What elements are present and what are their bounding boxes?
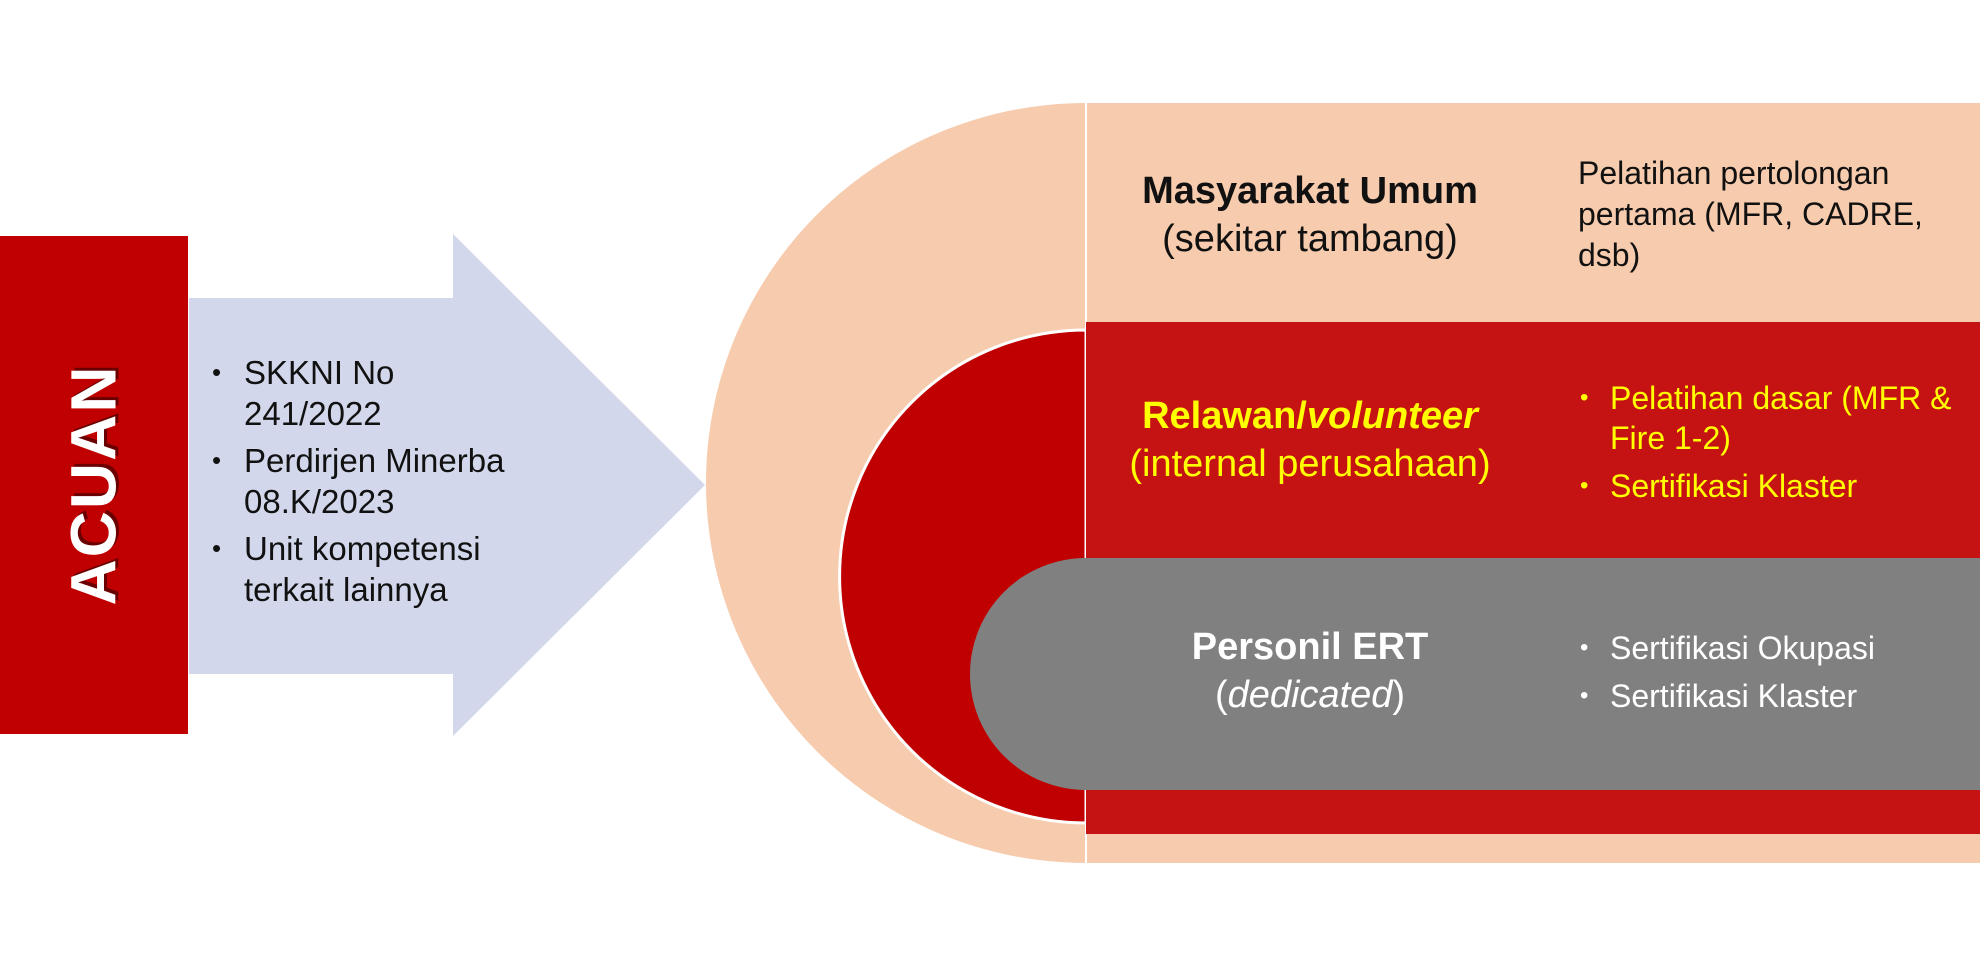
reference-item: Perdirjen Minerba 08.K/2023: [210, 440, 530, 522]
tier-relawan-list: Pelatihan dasar (MFR & Fire 1-2) Sertifi…: [1578, 378, 1958, 514]
reference-item: SKKNI No 241/2022: [210, 352, 530, 434]
tier-ert-shape: [970, 558, 1980, 790]
tier-ert-list: Sertifikasi Okupasi Sertifikasi Klaster: [1578, 628, 1958, 724]
tier-ert-subtitle: (dedicated): [1214, 674, 1406, 716]
tier-masyarakat-name: Masyarakat Umum: [1142, 170, 1478, 212]
acuan-label: ACUAN: [58, 364, 130, 606]
list-item: Sertifikasi Klaster: [1578, 466, 1958, 506]
list-item: Sertifikasi Klaster: [1578, 676, 1958, 716]
reference-item: Unit kompetensi terkait lainnya: [210, 528, 530, 610]
list-item: Pelatihan dasar (MFR & Fire 1-2): [1578, 378, 1958, 458]
tier-masyarakat-title: Masyarakat Umum (sekitar tambang): [1100, 167, 1520, 263]
list-item: Sertifikasi Okupasi: [1578, 628, 1958, 668]
reference-list: SKKNI No 241/2022 Perdirjen Minerba 08.K…: [210, 352, 530, 616]
tier-relawan-title: Relawan/volunteer (internal perusahaan): [1100, 392, 1520, 488]
tier-relawan-subtitle: (internal perusahaan): [1129, 443, 1491, 485]
tier-masyarakat-description: Pelatihan pertolongan pertama (MFR, CADR…: [1578, 155, 1923, 273]
tier-ert-title: Personil ERT (dedicated): [1100, 623, 1520, 719]
acuan-box: [0, 236, 188, 734]
tier-relawan-name: Relawan/volunteer: [1142, 395, 1478, 437]
tier-masyarakat-subtitle: (sekitar tambang): [1162, 218, 1458, 260]
tier-ert-name: Personil ERT: [1191, 626, 1429, 668]
